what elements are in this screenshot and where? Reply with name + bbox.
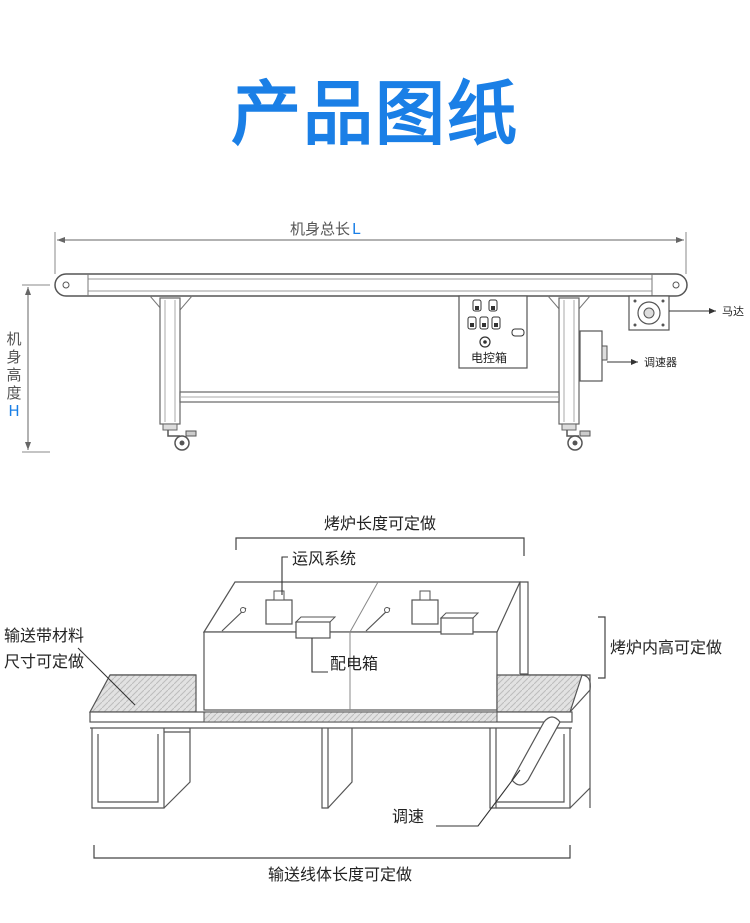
control-box-label: 电控箱 — [471, 350, 507, 365]
oven-conveyor-frame — [91, 728, 591, 809]
air-fan-units — [265, 590, 439, 625]
motor: 马达 — [628, 295, 744, 331]
speed-controller-label: 调速器 — [644, 356, 677, 369]
conveyor-drawing: 机身总长 L 机 身 高 度 H — [4, 218, 744, 453]
height-symbol: H — [8, 402, 19, 420]
speed-controller: 调速器 — [579, 330, 677, 382]
total-length-label: 机身总长 — [290, 220, 350, 238]
belt-material-label-line1: 输送带材料 — [4, 626, 84, 645]
total-length-symbol: L — [352, 220, 361, 238]
air-system-label: 运风系统 — [292, 549, 356, 568]
power-box-callout: 配电箱 — [311, 638, 378, 673]
height-label-char-4: 度 — [6, 384, 21, 402]
oven-drawing: 烤炉长度可定做 烤炉内高可定做 — [4, 514, 722, 884]
height-label-char-3: 高 — [6, 366, 21, 384]
oven-length-label: 烤炉长度可定做 — [324, 514, 436, 533]
power-boxes — [294, 612, 480, 639]
air-system-callout: 运风系统 — [281, 549, 356, 595]
line-length-label: 输送线体长度可定做 — [268, 865, 412, 884]
belt-material-label-line2: 尺寸可定做 — [4, 652, 84, 671]
height-label-char-2: 身 — [6, 348, 21, 366]
right-leg — [547, 295, 591, 451]
motor-label: 马达 — [722, 305, 744, 318]
belt-material-callout: 输送带材料 尺寸可定做 — [4, 626, 136, 706]
speed-callout: 调速 — [392, 769, 521, 827]
oven-height-label: 烤炉内高可定做 — [610, 638, 722, 657]
power-box-label: 配电箱 — [330, 654, 378, 673]
speed-label: 调速 — [392, 807, 424, 826]
electric-control-box: 电控箱 — [458, 295, 528, 369]
height-label-char-1: 机 — [6, 330, 21, 348]
page-title: 产品图纸 — [231, 73, 519, 155]
left-leg — [149, 295, 197, 451]
